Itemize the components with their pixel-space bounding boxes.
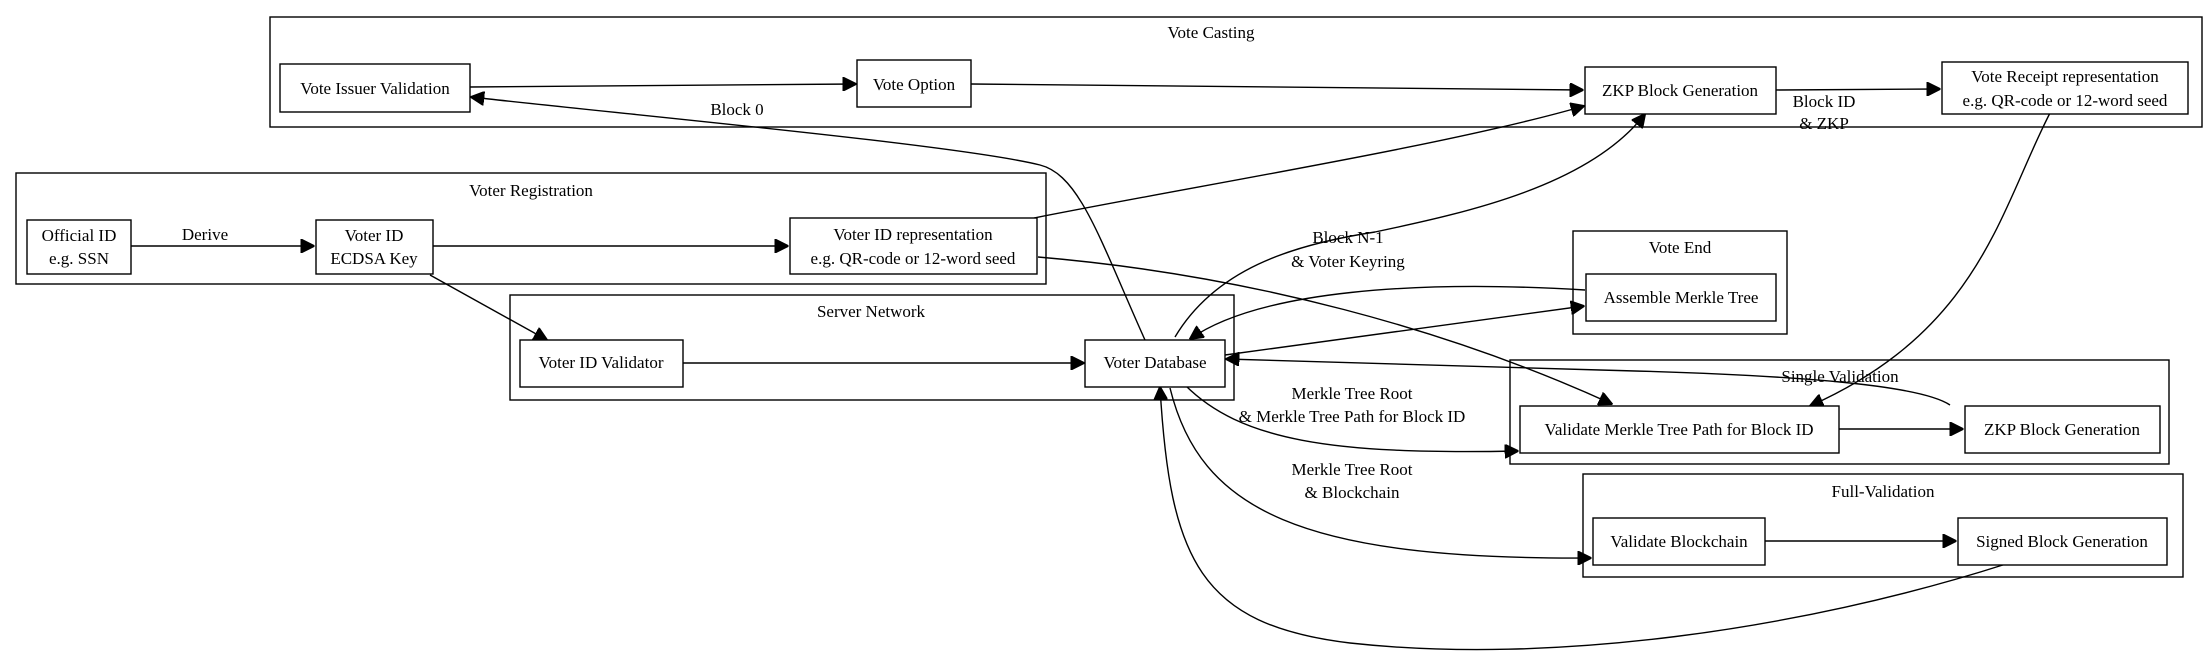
edge-database-to-merkle-path: [1184, 384, 1518, 452]
edge-label-merkle-root-chain-line2: & Blockchain: [1305, 483, 1400, 502]
edge-database-to-validate-chain: [1169, 387, 1591, 558]
edge-label-block-n1-keyring-line2: & Voter Keyring: [1291, 252, 1405, 271]
node-vote-receipt-label-line2: e.g. QR-code or 12-word seed: [1963, 91, 2168, 110]
node-vote-issuer-validation-label: Vote Issuer Validation: [300, 79, 450, 98]
edge-label-block-id-zkp-line1: Block ID: [1793, 92, 1856, 111]
node-official-id[interactable]: Official ID e.g. SSN: [26, 219, 132, 275]
edge-label-block-id-zkp-line2: & ZKP: [1799, 114, 1849, 133]
node-zkp-block-generation-single-label: ZKP Block Generation: [1984, 420, 2141, 439]
cluster-voter-registration: Voter Registration: [15, 172, 1047, 285]
node-zkp-block-generation-single[interactable]: ZKP Block Generation: [1964, 405, 2161, 454]
node-official-id-label-line1: Official ID: [42, 226, 117, 245]
node-voter-id-validator[interactable]: Voter ID Validator: [519, 339, 684, 388]
node-assemble-merkle-tree-label: Assemble Merkle Tree: [1604, 288, 1759, 307]
node-validate-blockchain-label: Validate Blockchain: [1610, 532, 1748, 551]
node-vote-option-label: Vote Option: [873, 75, 956, 94]
node-zkp-block-generation-cast[interactable]: ZKP Block Generation: [1584, 66, 1777, 115]
edge-representation-to-zkp: [1033, 106, 1584, 219]
cluster-full-validation-label: Full-Validation: [1832, 482, 1935, 501]
edge-database-to-assemble: [1224, 306, 1584, 356]
node-voter-id-representation-label-line1: Voter ID representation: [833, 225, 993, 244]
cluster-single-validation: Single Validation: [1509, 359, 2170, 465]
edge-voterid-to-validator: [429, 274, 547, 340]
node-validate-merkle-path[interactable]: Validate Merkle Tree Path for Block ID: [1519, 405, 1840, 454]
edges: [131, 84, 2051, 651]
edge-label-block-0-line: Block 0: [710, 100, 763, 119]
node-voter-id-key-label-line1: Voter ID: [345, 226, 404, 245]
node-signed-block-generation[interactable]: Signed Block Generation: [1957, 517, 2168, 566]
edge-label-merkle-root-path-line2: & Merkle Tree Path for Block ID: [1239, 407, 1466, 426]
edge-zkp-single-to-database: [1226, 359, 1951, 406]
cluster-full-validation: Full-Validation: [1582, 473, 2184, 578]
edge-label-block-id-zkp: Block ID & ZKP: [1793, 92, 1856, 133]
edge-assemble-to-database: [1190, 285, 1586, 339]
node-assemble-merkle-tree[interactable]: Assemble Merkle Tree: [1585, 273, 1777, 322]
node-validate-merkle-path-label: Validate Merkle Tree Path for Block ID: [1544, 420, 1813, 439]
node-voter-id-validator-label: Voter ID Validator: [539, 353, 664, 372]
edge-option-to-zkp: [970, 84, 1583, 90]
cluster-vote-casting-label: Vote Casting: [1167, 23, 1255, 42]
edge-database-to-zkp: [1174, 114, 1645, 338]
edge-database-to-issuer: [471, 97, 1146, 341]
cluster-vote-end: Vote End: [1572, 230, 1788, 335]
node-voter-id-representation[interactable]: Voter ID representation e.g. QR-code or …: [789, 217, 1038, 275]
edge-label-block-n1-keyring-line1: Block N-1: [1312, 228, 1383, 247]
node-voter-id-key-label-line2: ECDSA Key: [330, 249, 418, 268]
node-vote-option[interactable]: Vote Option: [856, 59, 972, 108]
node-voter-id-key[interactable]: Voter ID ECDSA Key: [315, 219, 434, 275]
node-vote-receipt[interactable]: Vote Receipt representation e.g. QR-code…: [1941, 61, 2189, 115]
cluster-vote-end-label: Vote End: [1649, 238, 1712, 257]
node-official-id-label-line2: e.g. SSN: [49, 249, 109, 268]
edge-label-derive-line: Derive: [182, 225, 228, 244]
edge-label-merkle-root-chain-line1: Merkle Tree Root: [1292, 460, 1413, 479]
cluster-single-validation-label: Single Validation: [1781, 367, 1899, 386]
edge-label-merkle-root-path: Merkle Tree Root & Merkle Tree Path for …: [1239, 384, 1466, 426]
edge-label-block-n1-keyring: Block N-1 & Voter Keyring: [1291, 228, 1405, 271]
node-zkp-block-generation-cast-label: ZKP Block Generation: [1602, 81, 1759, 100]
cluster-vote-casting: Vote Casting: [269, 16, 2203, 128]
edge-label-derive: Derive: [182, 225, 228, 244]
cluster-voter-registration-label: Voter Registration: [469, 181, 593, 200]
edge-label-block-0: Block 0: [710, 100, 763, 119]
cluster-server-network-label: Server Network: [817, 302, 926, 321]
edge-signed-to-database: [1160, 387, 2007, 651]
node-voter-database-label: Voter Database: [1103, 353, 1206, 372]
node-vote-receipt-label-line1: Vote Receipt representation: [1971, 67, 2159, 86]
node-vote-issuer-validation[interactable]: Vote Issuer Validation: [279, 63, 471, 113]
edge-zkp-to-receipt: [1775, 89, 1940, 90]
edge-receipt-to-merkle-path: [1810, 112, 2051, 406]
node-validate-blockchain[interactable]: Validate Blockchain: [1592, 517, 1766, 566]
cluster-server-network: Server Network: [509, 294, 1235, 401]
edge-label-merkle-root-chain: Merkle Tree Root & Blockchain: [1292, 460, 1413, 502]
node-signed-block-generation-label: Signed Block Generation: [1976, 532, 2148, 551]
node-voter-database[interactable]: Voter Database: [1084, 339, 1226, 388]
edge-label-merkle-root-path-line1: Merkle Tree Root: [1292, 384, 1413, 403]
edge-representation-to-merkle-path: [1037, 256, 1612, 404]
node-voter-id-representation-label-line2: e.g. QR-code or 12-word seed: [811, 249, 1016, 268]
edge-issuer-to-option: [469, 84, 856, 87]
